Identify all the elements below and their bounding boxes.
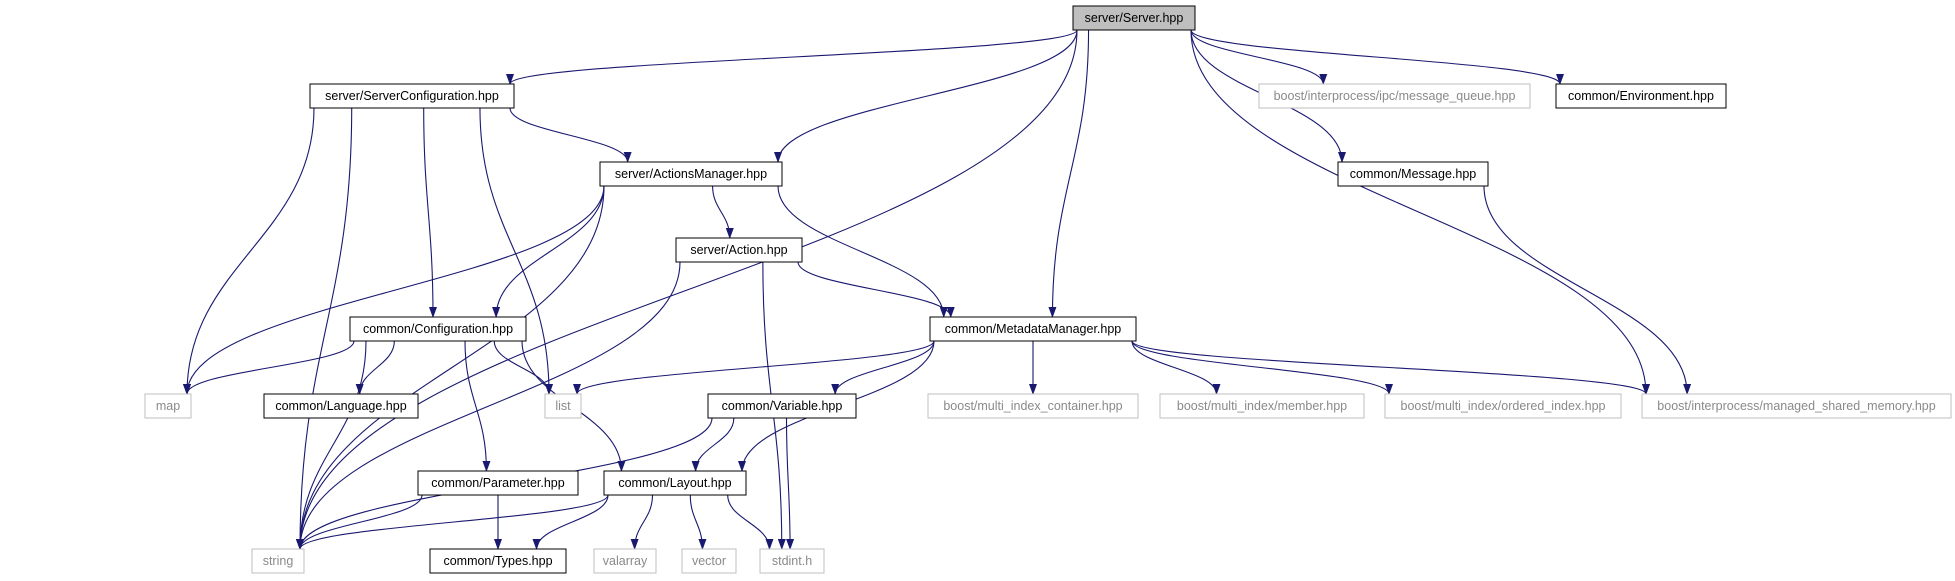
node-map[interactable]: map bbox=[144, 393, 192, 419]
node-label: common/Types.hpp bbox=[443, 554, 552, 568]
edge-action-to-meta bbox=[797, 261, 955, 318]
edge-action-to-string bbox=[296, 261, 681, 550]
edge-meta-to-mim bbox=[1131, 340, 1221, 395]
node-label: vector bbox=[692, 554, 726, 568]
node-boost-multi-index-member-hpp[interactable]: boost/multi_index/member.hpp bbox=[1159, 393, 1365, 419]
file-nodes: server/Server.hpp server/ServerConfigura… bbox=[144, 5, 1952, 574]
edge-serverconf-to-list bbox=[479, 107, 553, 395]
node-label: list bbox=[555, 399, 571, 413]
node-valarray[interactable]: valarray bbox=[593, 548, 657, 574]
node-server-action-hpp[interactable]: server/Action.hpp bbox=[675, 237, 803, 263]
node-label: string bbox=[263, 554, 294, 568]
edge-actmgr-to-meta bbox=[777, 185, 948, 318]
node-label: map bbox=[156, 399, 180, 413]
edge-actmgr-to-map bbox=[183, 185, 605, 395]
node-label: common/Layout.hpp bbox=[618, 476, 731, 490]
edge-meta-to-list bbox=[573, 340, 935, 395]
edge-server-to-shm bbox=[1190, 29, 1650, 395]
edge-layout-to-types bbox=[532, 494, 609, 550]
node-label: boost/multi_index/ordered_index.hpp bbox=[1401, 399, 1606, 413]
node-label: stdint.h bbox=[772, 554, 812, 568]
node-boost-multi-index-ordered-index-hpp[interactable]: boost/multi_index/ordered_index.hpp bbox=[1384, 393, 1622, 419]
edge-config-to-list bbox=[493, 340, 553, 395]
edge-msg-to-shm bbox=[1483, 185, 1692, 395]
node-server-server-hpp[interactable]: server/Server.hpp bbox=[1072, 5, 1196, 31]
node-common-parameter-hpp[interactable]: common/Parameter.hpp bbox=[417, 470, 579, 496]
edge-actmgr-to-config bbox=[492, 185, 605, 318]
node-common-configuration-hpp[interactable]: common/Configuration.hpp bbox=[349, 316, 527, 342]
node-label: common/Language.hpp bbox=[275, 399, 406, 413]
edge-config-to-string bbox=[296, 340, 367, 550]
node-boost-managed-shared-memory-hpp[interactable]: boost/interprocess/managed_shared_memory… bbox=[1641, 393, 1952, 419]
edge-param-to-string bbox=[296, 494, 423, 550]
node-label: server/Action.hpp bbox=[690, 243, 787, 257]
node-boost-message-queue-hpp[interactable]: boost/interprocess/ipc/message_queue.hpp bbox=[1258, 83, 1531, 109]
node-vector[interactable]: vector bbox=[681, 548, 737, 574]
node-common-metadatamanager-hpp[interactable]: common/MetadataManager.hpp bbox=[929, 316, 1137, 342]
edge-server-to-actmgr bbox=[774, 29, 1078, 163]
node-server-actionsmanager-hpp[interactable]: server/ActionsManager.hpp bbox=[599, 161, 783, 187]
edge-serverconf-to-config bbox=[423, 107, 437, 318]
node-boost-multi-index-container-hpp[interactable]: boost/multi_index_container.hpp bbox=[927, 393, 1139, 419]
edge-config-to-param bbox=[464, 340, 491, 472]
node-common-environment-hpp[interactable]: common/Environment.hpp bbox=[1555, 83, 1727, 109]
edge-config-to-map bbox=[183, 340, 355, 395]
edge-layout-to-stdint bbox=[727, 494, 774, 550]
edge-actmgr-to-string bbox=[296, 185, 605, 550]
edge-server-to-serverconf bbox=[506, 29, 1078, 85]
edge-server-to-string bbox=[296, 29, 1078, 550]
node-string[interactable]: string bbox=[251, 548, 305, 574]
node-label: valarray bbox=[603, 554, 648, 568]
node-label: boost/multi_index/member.hpp bbox=[1177, 399, 1347, 413]
edge-layout-to-string bbox=[296, 494, 609, 550]
node-label: common/Message.hpp bbox=[1350, 167, 1477, 181]
node-common-language-hpp[interactable]: common/Language.hpp bbox=[263, 393, 419, 419]
node-label: common/Environment.hpp bbox=[1568, 89, 1714, 103]
edge-server-to-mq bbox=[1190, 29, 1328, 85]
node-label: common/Parameter.hpp bbox=[431, 476, 564, 490]
edge-layout-to-valarray bbox=[630, 494, 654, 550]
node-common-layout-hpp[interactable]: common/Layout.hpp bbox=[603, 470, 747, 496]
node-label: server/ServerConfiguration.hpp bbox=[325, 89, 499, 103]
node-stdint-h[interactable]: stdint.h bbox=[759, 548, 825, 574]
edge-layout-to-vector bbox=[689, 494, 707, 550]
edge-actmgr-to-action bbox=[712, 185, 734, 239]
node-label: common/Configuration.hpp bbox=[363, 322, 513, 336]
edge-meta-to-variable bbox=[831, 340, 935, 395]
node-label: boost/interprocess/managed_shared_memory… bbox=[1657, 399, 1935, 413]
node-common-message-hpp[interactable]: common/Message.hpp bbox=[1337, 161, 1489, 187]
node-label: boost/multi_index_container.hpp bbox=[943, 399, 1122, 413]
edge-serverconf-to-string bbox=[296, 107, 353, 550]
edge-server-to-env bbox=[1190, 29, 1564, 85]
node-label: server/Server.hpp bbox=[1085, 11, 1184, 25]
edge-meta-to-shm bbox=[1131, 340, 1650, 395]
dependency-edges bbox=[183, 29, 1692, 550]
edge-serverconf-to-actmgr bbox=[509, 107, 632, 163]
node-label: common/Variable.hpp bbox=[722, 399, 843, 413]
edge-variable-to-stdint bbox=[785, 417, 795, 550]
edge-config-to-lang bbox=[355, 340, 395, 395]
edge-meta-to-mio bbox=[1131, 340, 1393, 395]
node-server-serverconfiguration-hpp[interactable]: server/ServerConfiguration.hpp bbox=[309, 83, 515, 109]
edge-serverconf-to-map bbox=[183, 107, 315, 395]
node-common-variable-hpp[interactable]: common/Variable.hpp bbox=[707, 393, 857, 419]
edge-variable-to-layout bbox=[691, 417, 735, 472]
node-label: common/MetadataManager.hpp bbox=[945, 322, 1122, 336]
node-common-types-hpp[interactable]: common/Types.hpp bbox=[429, 548, 567, 574]
node-list[interactable]: list bbox=[544, 393, 582, 419]
node-label: boost/interprocess/ipc/message_queue.hpp bbox=[1274, 89, 1516, 103]
edge-server-to-meta bbox=[1048, 29, 1090, 318]
node-label: server/ActionsManager.hpp bbox=[615, 167, 767, 181]
